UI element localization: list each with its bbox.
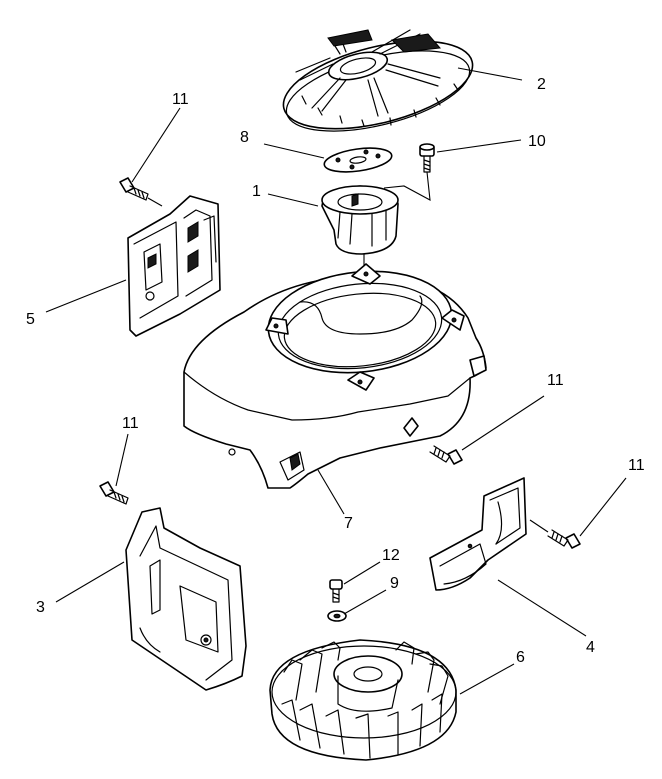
callout-1: 1: [252, 183, 261, 200]
callout-7: 7: [344, 515, 353, 532]
part-screw-11-center: [429, 445, 463, 465]
part-blower-housing: [183, 263, 487, 489]
callout-6: 6: [516, 649, 525, 666]
part-screw-11-upper-left: [119, 177, 163, 207]
part-lower-left-baffle: [125, 507, 247, 691]
part-screw-12: [329, 579, 343, 603]
callout-4: 4: [586, 639, 595, 656]
part-flywheel: [269, 639, 457, 761]
part-screw-10: [419, 143, 435, 173]
callout-9: 9: [390, 575, 399, 592]
part-screw-11-right: [529, 519, 581, 549]
callout-11-upper-left: 11: [172, 91, 189, 108]
part-right-baffle: [429, 477, 527, 591]
part-drive-cup: [321, 185, 399, 255]
part-left-bracket: [127, 195, 221, 337]
callout-11-lower-left: 11: [122, 415, 139, 432]
callout-2: 2: [537, 76, 546, 93]
leader-lines: [45, 67, 627, 695]
callout-3: 3: [36, 599, 45, 616]
callout-11-right: 11: [628, 457, 645, 474]
callout-11-center: 11: [547, 372, 564, 389]
leader-connector: [383, 171, 431, 201]
callout-5: 5: [26, 311, 35, 328]
callout-labels: 2 10 8 1 11 5 11 11 11 7 3 12 9 6 4: [26, 76, 645, 666]
part-washer: [327, 610, 347, 622]
part-rotating-screen: [282, 29, 474, 132]
callout-10: 10: [528, 133, 546, 150]
callout-8: 8: [240, 129, 249, 146]
callout-12: 12: [382, 547, 400, 564]
part-screw-11-lower-left: [99, 481, 129, 505]
part-plate: [323, 147, 393, 173]
